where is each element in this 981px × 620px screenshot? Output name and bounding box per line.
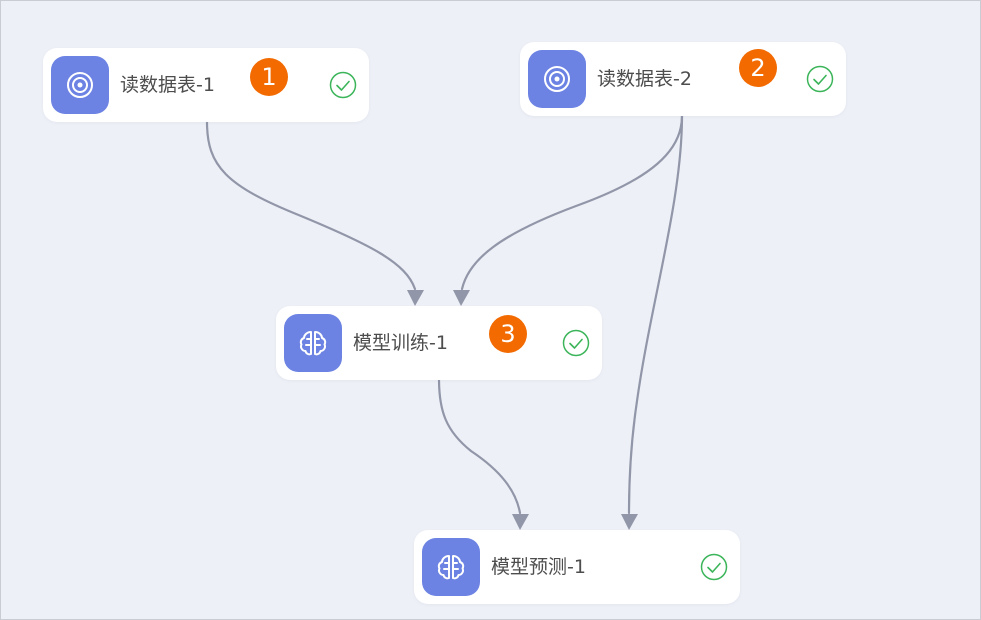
step-badge-3: 3 — [489, 315, 527, 353]
node-label: 模型训练-1 — [353, 332, 448, 354]
edge-table2-to-train — [460, 114, 684, 291]
edge-arrowhead — [621, 514, 638, 530]
check-circle-icon — [806, 65, 834, 93]
node-model-predict-1[interactable]: 模型预测-1 — [414, 530, 740, 604]
check-circle-icon — [329, 71, 357, 99]
step-badge-2: 2 — [739, 49, 777, 87]
node-label: 读数据表-2 — [597, 68, 692, 90]
brain-icon — [284, 314, 342, 372]
node-read-table-2[interactable]: 读数据表-2 — [520, 42, 846, 116]
node-model-train-1[interactable]: 模型训练-1 — [276, 306, 602, 380]
target-icon — [528, 50, 586, 108]
edge-arrowhead — [453, 290, 470, 306]
edge-table2-to-predict — [627, 114, 684, 515]
edge-table1-to-train — [205, 120, 417, 291]
node-label: 模型预测-1 — [491, 556, 586, 578]
edge-train-to-predict — [437, 377, 522, 515]
node-read-table-1[interactable]: 读数据表-1 — [43, 48, 369, 122]
step-badge-1: 1 — [250, 58, 288, 96]
brain-icon — [422, 538, 480, 596]
node-label: 读数据表-1 — [120, 74, 215, 96]
check-circle-icon — [700, 553, 728, 581]
check-circle-icon — [562, 329, 590, 357]
edge-arrowhead — [512, 514, 529, 530]
target-icon — [51, 56, 109, 114]
edge-arrowhead — [407, 290, 424, 306]
